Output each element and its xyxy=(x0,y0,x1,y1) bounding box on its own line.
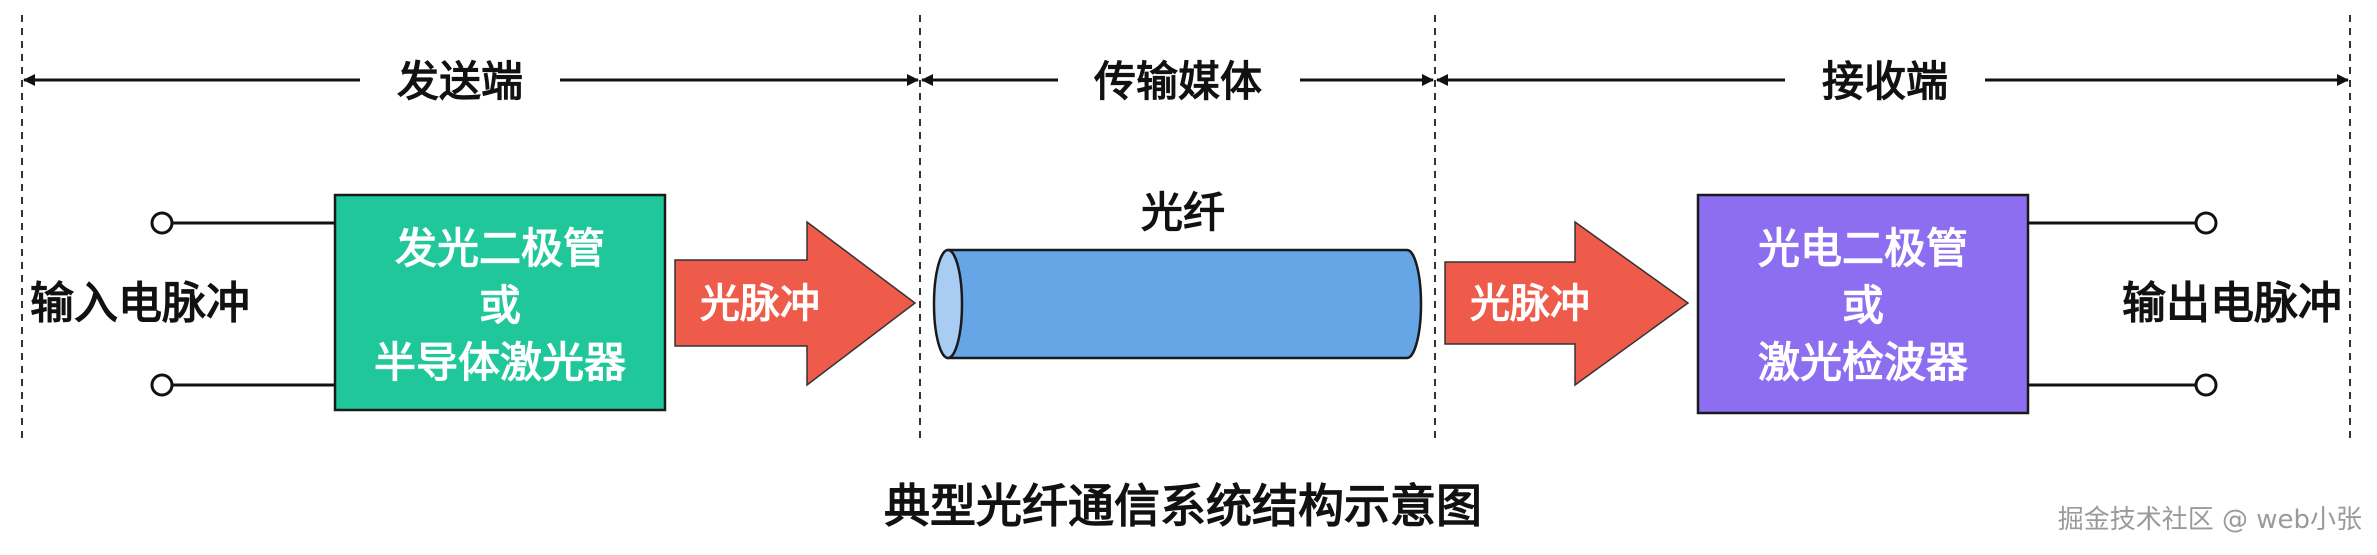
output-pulse-label: 输出电脉冲 xyxy=(2122,278,2342,329)
transmitter-line1: 发光二极管 xyxy=(395,224,605,273)
light-pulse-left-label: 光脉冲 xyxy=(700,281,820,327)
light-pulse-arrow-right xyxy=(1444,220,1690,387)
fiber-label: 光纤 xyxy=(1141,188,1225,237)
section-label-sender: 发送端 xyxy=(397,57,523,106)
optical-fiber xyxy=(932,248,1423,360)
transmitter-box xyxy=(333,193,667,412)
output-terminal-top xyxy=(2194,211,2218,235)
input-pulse-label: 输入电脉冲 xyxy=(30,278,250,329)
output-terminals xyxy=(2028,211,2218,397)
receiver-line1: 光电二极管 xyxy=(1758,224,1968,273)
receiver-line2: 或 xyxy=(1842,281,1884,330)
input-terminal-bottom xyxy=(150,373,174,397)
input-terminals xyxy=(150,211,335,397)
input-terminal-top xyxy=(150,211,174,235)
watermark: 掘金技术社区 @ web小张 xyxy=(2058,505,2362,535)
light-pulse-arrow-left xyxy=(674,220,917,387)
receiver-line3: 激光检波器 xyxy=(1758,338,1969,387)
section-label-medium: 传输媒体 xyxy=(1093,57,1262,106)
transmitter-line2: 或 xyxy=(479,281,521,330)
transmitter-line3: 半导体激光器 xyxy=(374,338,627,387)
output-terminal-bottom xyxy=(2194,373,2218,397)
light-pulse-right-label: 光脉冲 xyxy=(1470,281,1590,327)
diagram-caption: 典型光纤通信系统结构示意图 xyxy=(884,479,1482,533)
receiver-box xyxy=(1696,193,2030,415)
section-label-receiver: 接收端 xyxy=(1822,57,1948,106)
